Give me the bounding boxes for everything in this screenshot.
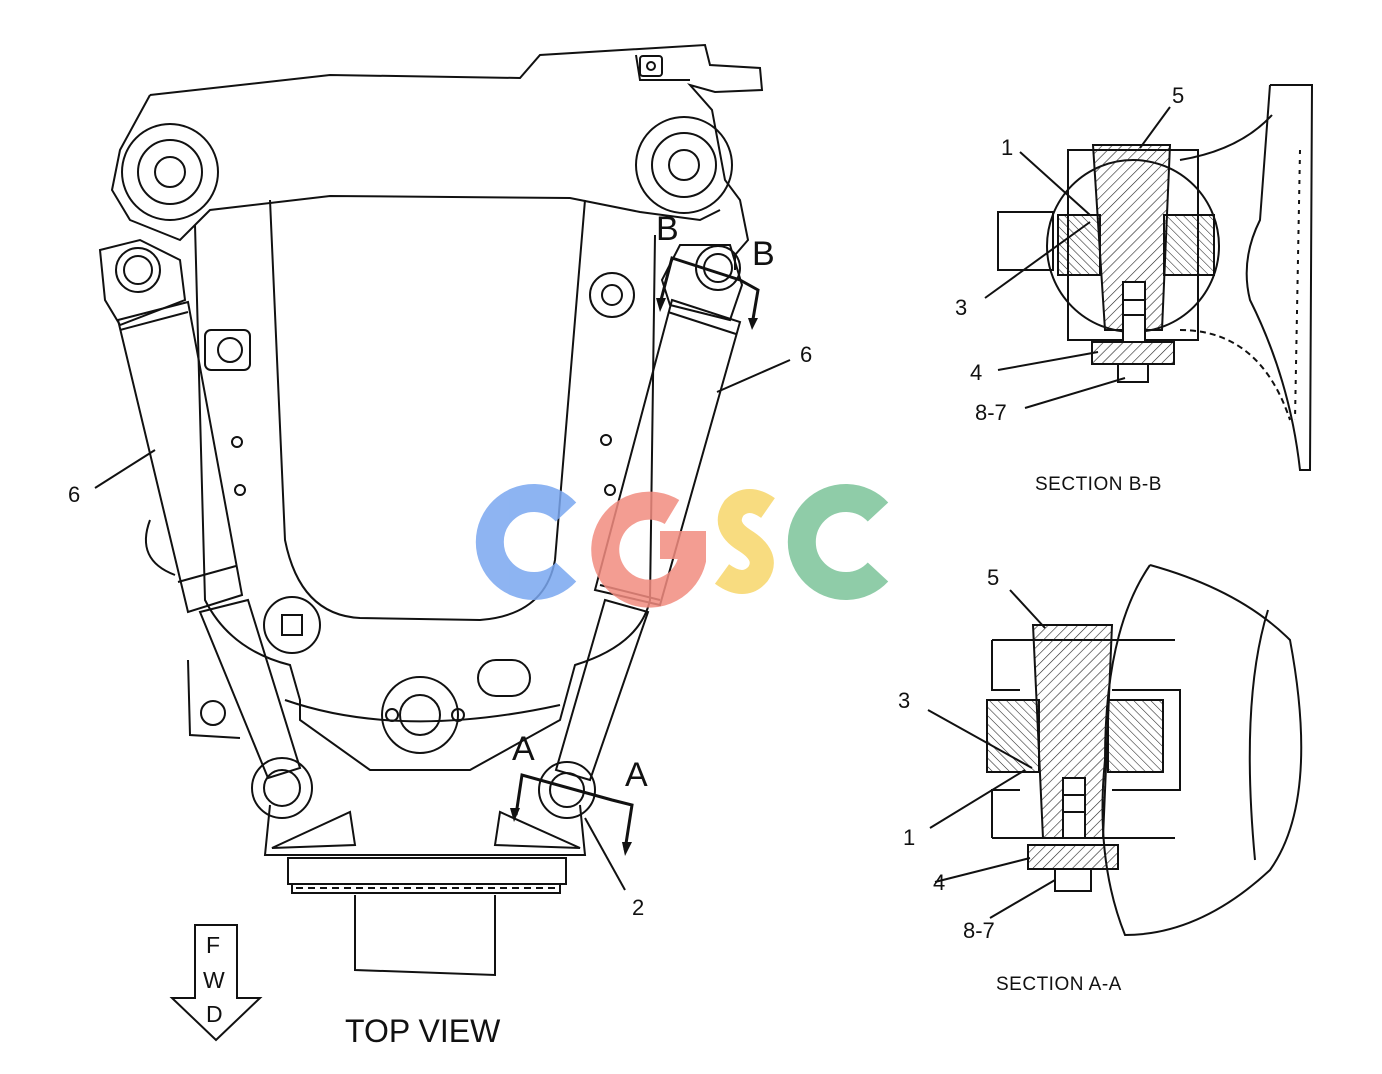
section-marker-b-left: B <box>656 210 679 248</box>
section-bb-leaders <box>984 106 1171 409</box>
aa-callout-3: 3 <box>898 688 910 713</box>
section-cut-lines <box>514 256 760 851</box>
section-aa-drawing <box>986 564 1303 937</box>
bb-callout-4: 4 <box>970 360 982 385</box>
section-marker-b-right: B <box>752 235 775 273</box>
aa-callout-5: 5 <box>987 565 999 590</box>
aa-callout-4: 4 <box>933 870 945 895</box>
bb-callout-8-7: 8-7 <box>975 400 1007 425</box>
bb-callout-1: 1 <box>1001 135 1013 160</box>
top-view-drawing <box>98 43 764 1042</box>
section-marker-a-right: A <box>625 756 648 794</box>
callout-6-right: 6 <box>800 342 812 367</box>
bb-callout-5: 5 <box>1172 83 1184 108</box>
watermark-logo <box>475 484 889 608</box>
section-marker-a-left: A <box>512 730 535 768</box>
section-bb-drawing <box>997 84 1314 471</box>
callout-2: 2 <box>632 895 644 920</box>
aa-callout-1: 1 <box>903 825 915 850</box>
top-view-leaders <box>94 359 791 891</box>
watermark-letter-c2 <box>787 484 889 600</box>
section-aa-leaders <box>927 589 1056 919</box>
section-bb-caption: SECTION B-B <box>1035 474 1162 495</box>
watermark-letter-g <box>591 491 706 608</box>
bb-callout-3: 3 <box>955 295 967 320</box>
fwd-letter-f: F <box>206 932 220 958</box>
aa-callout-8-7: 8-7 <box>963 918 995 943</box>
section-cut-arrowheads <box>510 298 758 856</box>
section-aa-caption: SECTION A-A <box>996 974 1122 995</box>
top-view-title: TOP VIEW <box>345 1013 501 1049</box>
callout-6-left: 6 <box>68 482 80 507</box>
watermark-letter-c1 <box>475 484 577 600</box>
watermark-letter-s <box>714 489 775 594</box>
fwd-letter-d: D <box>206 1001 223 1027</box>
fwd-letter-w: W <box>203 967 225 993</box>
